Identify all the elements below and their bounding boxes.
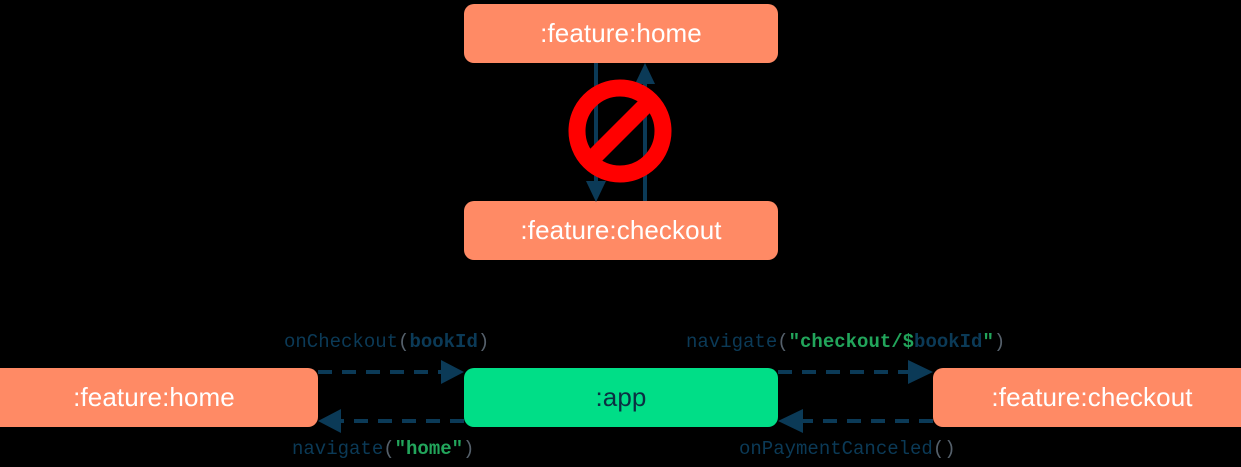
code-token-function: navigate	[686, 331, 778, 353]
code-token-string-prefix: "checkout/$	[788, 331, 915, 353]
edge-app-to-checkout	[778, 360, 933, 384]
node-bottom-app[interactable]: :app	[464, 368, 778, 427]
code-token-function: navigate	[292, 438, 384, 460]
no-entry-icon	[568, 79, 672, 183]
code-token-identifier: bookId	[409, 331, 478, 353]
code-token-close-paren: )	[993, 331, 1006, 353]
edge-home-to-app	[318, 360, 464, 384]
code-token-function: onCheckout	[284, 331, 399, 353]
code-token-open-paren: (	[398, 331, 410, 353]
edge-top-home-to-checkout	[586, 63, 606, 202]
edge-top-checkout-to-home	[635, 63, 655, 201]
code-token-open-paren: (	[932, 438, 945, 460]
code-token-function: onPaymentCanceled	[739, 438, 933, 460]
node-top-feature-checkout[interactable]: :feature:checkout	[464, 201, 778, 260]
edge-label-navigate-checkout: navigate("checkout/$bookId")	[686, 331, 1005, 353]
code-token-string: "home"	[394, 438, 464, 460]
node-label: :app	[595, 382, 647, 412]
code-token-open-paren: (	[383, 438, 395, 460]
node-label: :feature:checkout	[520, 215, 722, 245]
code-token-close-paren: )	[477, 331, 490, 353]
edge-label-navigate-home: navigate("home")	[292, 438, 474, 460]
node-label: :feature:home	[540, 18, 702, 48]
code-token-close-paren: )	[463, 438, 475, 460]
node-bottom-feature-checkout[interactable]: :feature:checkout	[933, 368, 1241, 427]
code-token-close-paren: )	[944, 438, 956, 460]
edge-label-on-checkout: onCheckout(bookId)	[284, 331, 489, 353]
node-label: :feature:checkout	[991, 382, 1193, 412]
edge-label-on-payment-canceled: onPaymentCanceled()	[739, 438, 956, 460]
code-token-string-suffix: "	[982, 331, 994, 353]
edge-checkout-to-app	[778, 409, 933, 433]
node-bottom-feature-home[interactable]: :feature:home	[0, 368, 318, 427]
code-token-open-paren: (	[777, 331, 789, 353]
edge-app-to-home	[318, 409, 464, 433]
code-token-identifier: bookId	[914, 331, 983, 353]
node-label: :feature:home	[73, 382, 235, 412]
node-top-feature-home[interactable]: :feature:home	[464, 4, 778, 63]
